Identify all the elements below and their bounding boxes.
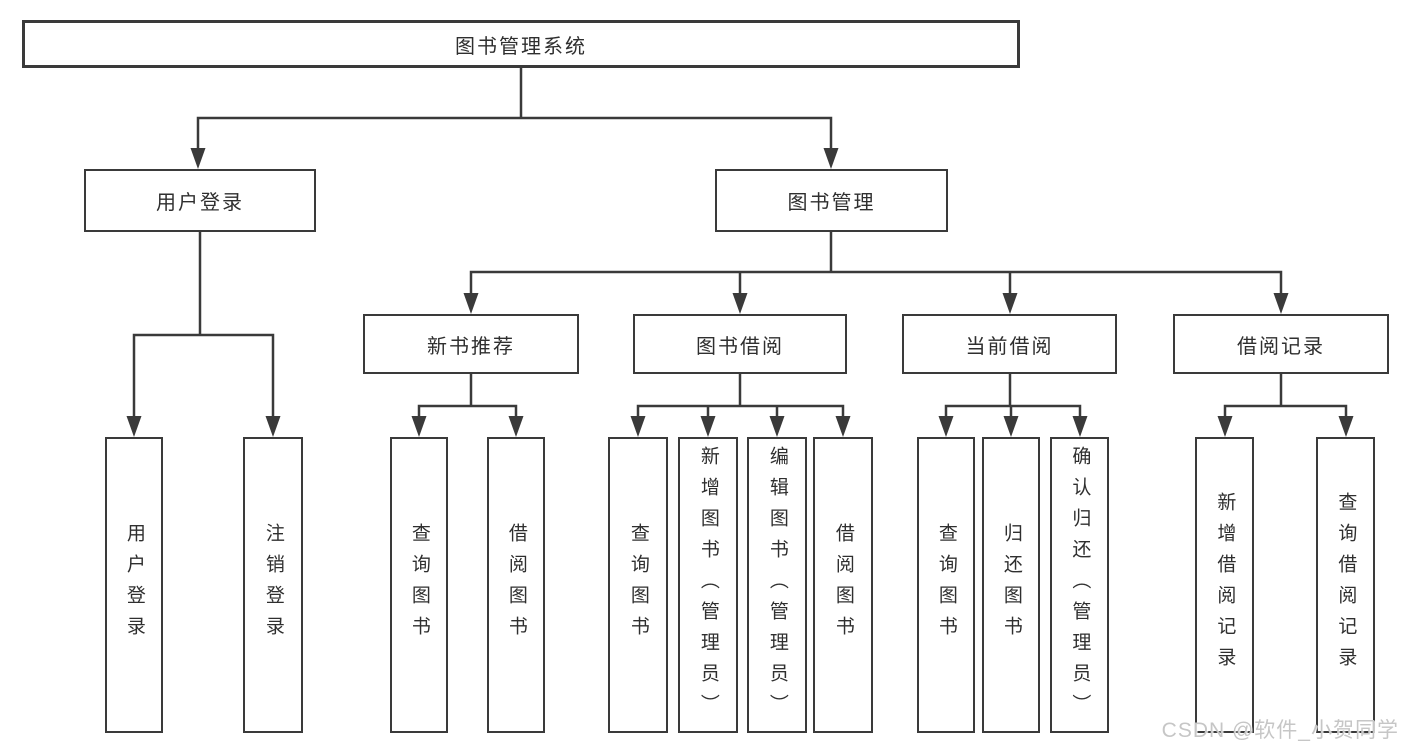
leaf-add-borrow-record: 新增借阅记录: [1195, 437, 1254, 733]
node-label: 用户登录: [156, 192, 244, 214]
node-user-login: 用户登录: [84, 169, 316, 232]
node-current-borrowing: 当前借阅: [902, 314, 1117, 374]
node-label: 图书管理: [787, 192, 876, 214]
leaf-query-books-current: 查询图书: [917, 437, 975, 733]
node-library-management-system: 图书管理系统: [22, 20, 1020, 68]
leaf-query-books-recommend: 查询图书: [390, 437, 448, 733]
csdn-watermark: CSDN @软件_小贺同学: [1161, 719, 1399, 742]
leaf-label: 查询图书: [627, 523, 649, 647]
leaf-logout: 注销登录: [243, 437, 303, 733]
leaf-confirm-return-admin: 确认归还（管理员）: [1050, 437, 1109, 733]
node-label: 当前借阅: [965, 335, 1054, 358]
leaf-user-login: 用户登录: [105, 437, 163, 733]
node-book-management: 图书管理: [715, 169, 948, 232]
leaf-query-borrow-record: 查询借阅记录: [1316, 437, 1375, 733]
leaf-label: 查询借阅记录: [1335, 492, 1357, 678]
leaf-label: 用户登录: [123, 523, 145, 647]
leaf-label: 确认归还（管理员）: [1069, 445, 1091, 725]
leaf-label: 新增借阅记录: [1214, 492, 1236, 678]
leaf-label: 新增图书（管理员）: [697, 445, 719, 725]
leaf-label: 借阅图书: [505, 523, 527, 647]
node-label: 图书借阅: [696, 335, 784, 358]
node-borrowing-records: 借阅记录: [1173, 314, 1389, 374]
leaf-borrow-books: 借阅图书: [813, 437, 873, 733]
leaf-label: 查询图书: [408, 523, 430, 647]
leaf-label: 归还图书: [1000, 523, 1022, 647]
node-new-book-recommendation: 新书推荐: [363, 314, 579, 374]
leaf-label: 注销登录: [262, 523, 284, 647]
leaf-borrow-books-recommend: 借阅图书: [487, 437, 545, 733]
leaf-edit-books-admin: 编辑图书（管理员）: [747, 437, 807, 733]
arrowheads: [126, 148, 1354, 437]
leaf-add-books-admin: 新增图书（管理员）: [678, 437, 738, 733]
leaf-label: 编辑图书（管理员）: [766, 445, 788, 725]
leaf-label: 查询图书: [935, 523, 957, 647]
node-label: 借阅记录: [1237, 335, 1325, 358]
leaf-query-books-borrow: 查询图书: [608, 437, 668, 733]
node-book-borrowing: 图书借阅: [633, 314, 847, 374]
node-label: 图书管理系统: [455, 35, 587, 58]
leaf-return-books: 归还图书: [982, 437, 1040, 733]
node-label: 新书推荐: [427, 335, 515, 358]
leaf-label: 借阅图书: [832, 523, 854, 647]
